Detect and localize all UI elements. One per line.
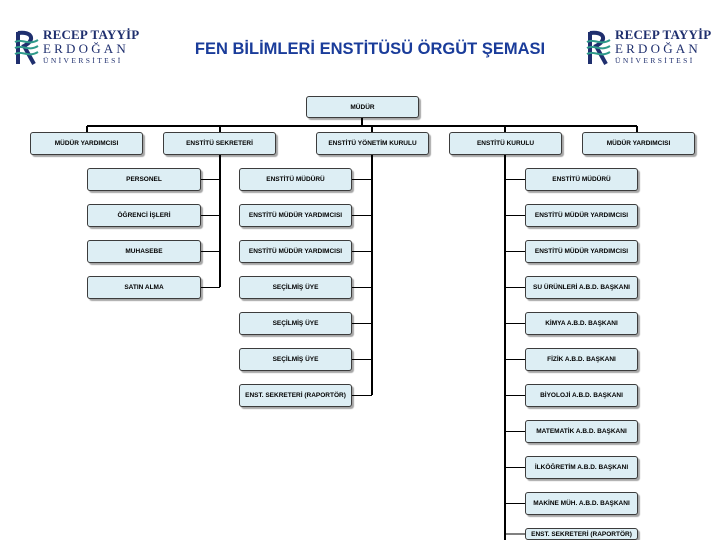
org-box-ek-makine-muh: MAKİNE MÜH. A.B.D. BAŞKANI	[525, 492, 638, 515]
org-box-ek-fizik: FİZİK A.B.D. BAŞKANI	[525, 348, 638, 371]
org-box-ogrenci-isleri: ÖĞRENCİ İŞLERİ	[87, 204, 201, 227]
org-box-yk-secilmis-uye-2: SEÇİLMİŞ ÜYE	[239, 312, 352, 335]
university-logo-right: RECEP TAYYİP ERDOĞAN ÜNİVERSİTESİ	[586, 26, 716, 70]
org-box-ek-biyoloji: BİYOLOJİ A.B.D. BAŞKANI	[525, 384, 638, 407]
org-box-mudur-yardimcisi-right: MÜDÜR YARDIMCISI	[582, 132, 695, 155]
logo-text-line3: ÜNİVERSİTESİ	[615, 56, 695, 65]
org-box-ek-matematik: MATEMATİK A.B.D. BAŞKANI	[525, 420, 638, 443]
university-emblem-icon	[586, 30, 611, 65]
logo-text-line3: ÜNİVERSİTESİ	[43, 56, 123, 65]
org-box-enstitu-sekreteri: ENSTİTÜ SEKRETERİ	[163, 132, 276, 155]
university-logo-left: RECEP TAYYİP ERDOĞAN ÜNİVERSİTESİ	[14, 26, 144, 70]
org-box-satin-alma: SATIN ALMA	[87, 276, 201, 299]
org-box-ek-kimya: KİMYA A.B.D. BAŞKANI	[525, 312, 638, 335]
org-box-mudur-yardimcisi-left: MÜDÜR YARDIMCISI	[30, 132, 143, 155]
org-box-enstitu-yonetim-kurulu: ENSTİTÜ YÖNETİM KURULU	[316, 132, 429, 155]
logo-text-line2: ERDOĞAN	[615, 41, 701, 56]
university-emblem-icon	[14, 30, 39, 65]
org-box-yk-mudur-yardimcisi-1: ENSTİTÜ MÜDÜR YARDIMCISI	[239, 204, 352, 227]
org-box-yk-secilmis-uye-1: SEÇİLMİŞ ÜYE	[239, 276, 352, 299]
org-box-ek-raportor: ENST. SEKRETERİ (RAPORTÖR)	[525, 528, 638, 540]
org-box-mudur: MÜDÜR	[306, 96, 419, 118]
logo-text-line1: RECEP TAYYİP	[43, 27, 140, 42]
org-box-ek-ilkogretim: İLKÖĞRETİM A.B.D. BAŞKANI	[525, 456, 638, 479]
org-box-yk-mudur-yardimcisi-2: ENSTİTÜ MÜDÜR YARDIMCISI	[239, 240, 352, 263]
org-box-muhasebe: MUHASEBE	[87, 240, 201, 263]
org-box-yk-raportor: ENST. SEKRETERİ (RAPORTÖR)	[239, 384, 352, 407]
org-box-ek-mudur-yardimcisi-1: ENSTİTÜ MÜDÜR YARDIMCISI	[525, 204, 638, 227]
logo-text-line2: ERDOĞAN	[43, 41, 129, 56]
org-box-enstitu-kurulu: ENSTİTÜ KURULU	[449, 132, 562, 155]
org-box-personel: PERSONEL	[87, 168, 201, 191]
org-box-ek-enstitu-muduru: ENSTİTÜ MÜDÜRÜ	[525, 168, 638, 191]
org-box-ek-su-urunleri: SU ÜRÜNLERİ A.B.D. BAŞKANI	[525, 276, 638, 299]
page-title: FEN BİLİMLERİ ENSTİTÜSÜ ÖRGÜT ŞEMASI	[194, 40, 546, 58]
logo-text-line1: RECEP TAYYİP	[615, 27, 712, 42]
org-box-yk-secilmis-uye-3: SEÇİLMİŞ ÜYE	[239, 348, 352, 371]
org-box-yk-enstitu-muduru: ENSTİTÜ MÜDÜRÜ	[239, 168, 352, 191]
org-box-ek-mudur-yardimcisi-2: ENSTİTÜ MÜDÜR YARDIMCISI	[525, 240, 638, 263]
